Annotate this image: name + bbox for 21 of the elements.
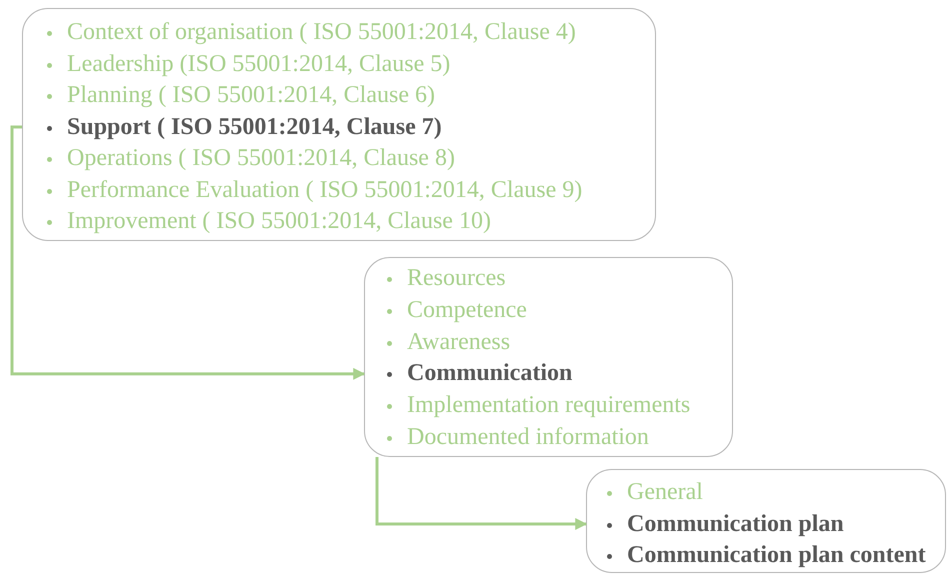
- rounded-box: [22, 8, 656, 241]
- list-item: Resources: [379, 263, 506, 294]
- list-item: Implementation requirements: [379, 390, 690, 422]
- list-item: Documented information: [379, 422, 649, 453]
- arrow: [376, 457, 588, 530]
- list-item: Communication: [379, 358, 572, 390]
- list-item: Leadership (ISO 55001:2014, Clause 5): [39, 48, 450, 80]
- list-item: Context of organisation ( ISO 55001:2014, Clause 4): [39, 17, 576, 48]
- list-item: Improvement ( ISO 55001:2014, Clause 10): [39, 206, 491, 237]
- list-item: Support ( ISO 55001:2014, Clause 7): [39, 112, 442, 142]
- list-item: General: [599, 477, 703, 508]
- arrow: [10, 126, 366, 380]
- rounded-box: [364, 257, 733, 457]
- list-item: Performance Evaluation ( ISO 55001:2014, Clause 9): [39, 174, 582, 206]
- list-item: Planning ( ISO 55001:2014, Clause 6): [39, 80, 435, 111]
- list-item: Operations ( ISO 55001:2014, Clause 8): [39, 143, 455, 174]
- list-item: Communication plan content: [599, 540, 926, 571]
- rounded-box: [586, 469, 946, 573]
- list-item: Communication plan: [599, 508, 844, 540]
- list-item: Awareness: [379, 326, 510, 358]
- list-item: Competence: [379, 294, 527, 326]
